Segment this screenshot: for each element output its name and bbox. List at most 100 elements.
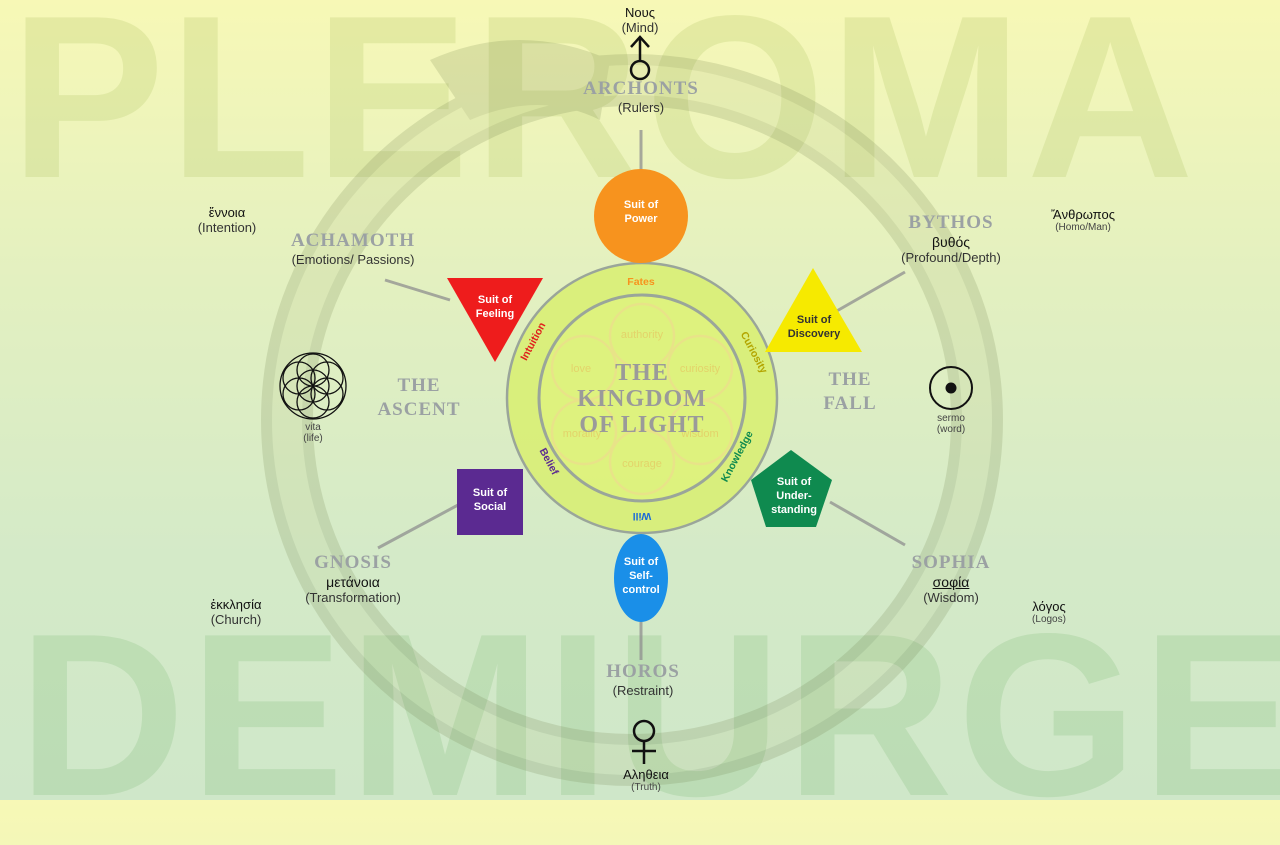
label-ekklesia-sub: (Church) (210, 612, 262, 627)
suit-power-line-1: Suit of (623, 199, 659, 211)
region-horos: HOROS (Restraint) (543, 661, 743, 698)
suit-selfcontrol-label: Suit of Self- control (611, 555, 671, 597)
region-bythos-name: BYTHOS (908, 212, 994, 233)
kingdom-rings: authority love curiosity morality wisdom… (505, 261, 779, 535)
label-anthropos-greek: Ἄνθρωπος (1051, 207, 1115, 222)
label-aletheia: Αληθεια (Truth) (596, 767, 696, 793)
region-gnosis-greek: μετάνοια (326, 574, 380, 590)
label-nous-sub: (Mind) (621, 20, 659, 35)
suit-selfcontrol-line-1: Suit of (623, 556, 659, 568)
watermark-pleroma: PLEROMA (10, 0, 1198, 227)
center-title-line-3: OF LIGHT (579, 412, 705, 438)
suit-selfcontrol-line-2: Self- (629, 570, 653, 582)
label-nous-greek: Νους (625, 5, 655, 20)
suit-feeling-line-2: Feeling (475, 308, 515, 320)
suit-understanding-line-3: standing (771, 504, 817, 516)
region-achamoth-name: ACHAMOTH (290, 230, 416, 251)
label-vita-sub: (life) (303, 433, 323, 444)
diagram-graphics: authority love curiosity morality wisdom… (261, 35, 1003, 786)
label-logos-greek: λόγος (1032, 599, 1066, 614)
label-aletheia-sub: (Truth) (631, 782, 661, 793)
ring-label-will: Will (633, 510, 652, 522)
region-achamoth: ACHAMOTH (Emotions/ Passions) (253, 230, 453, 267)
region-sophia-greek: σοφία (932, 574, 970, 590)
suit-social-shape (457, 469, 523, 535)
region-gnosis: GNOSIS μετάνοια (Transformation) (253, 552, 453, 605)
region-horos-sub: (Restraint) (612, 683, 674, 698)
suit-discovery-line-1: Suit of (796, 314, 832, 326)
label-vita: vita (life) (283, 422, 343, 444)
spoke-upper-left (384, 278, 451, 302)
phase-ascent-line-2: ASCENT (377, 399, 461, 420)
label-nous: Νους (Mind) (590, 5, 690, 35)
label-ennoia-sub: (Intention) (197, 220, 257, 235)
label-sermo-name: sermo (937, 413, 965, 424)
inner-label-wisdom: wisdom (680, 428, 718, 440)
suit-power-label: Suit of Power (601, 198, 681, 226)
spoke-lower-right (829, 500, 906, 547)
inner-label-morality: morality (563, 428, 602, 440)
center-title: THE KINGDOM OF LIGHT (552, 360, 732, 438)
label-logos: λόγος (Logos) (1009, 599, 1089, 625)
watermark-demiurge: DEMIURGE (18, 586, 1280, 845)
label-vita-name: vita (305, 422, 321, 433)
suit-discovery-shape (765, 268, 862, 352)
region-sophia: SOPHIA σοφία (Wisdom) (851, 552, 1051, 605)
region-gnosis-name: GNOSIS (314, 552, 392, 573)
suit-discovery-label: Suit of Discovery (769, 313, 859, 341)
label-anthropos: Ἄνθρωπος (Homo/Man) (1033, 207, 1133, 233)
suit-selfcontrol-shape (614, 534, 668, 622)
inner-circle-wisdom (666, 398, 734, 466)
label-aletheia-greek: Αληθεια (623, 767, 669, 782)
suit-feeling-label: Suit of Feeling (455, 293, 535, 321)
inner-label-curiosity: curiosity (680, 363, 721, 375)
ring-label-fates: Fates (627, 276, 655, 288)
phase-ascent: THE ASCENT (354, 374, 484, 422)
region-archons: ARCHONTS (Rulers) (541, 78, 741, 115)
spoke-lower-left (377, 503, 459, 550)
region-archons-sub: (Rulers) (617, 100, 665, 115)
suit-social-line-2: Social (473, 501, 507, 513)
spoke-upper-right (834, 270, 906, 314)
label-ennoia-greek: ἔννοια (208, 205, 246, 220)
inner-label-courage: courage (622, 458, 662, 470)
region-horos-name: HOROS (606, 661, 680, 682)
ouroboros-serpent (261, 40, 1003, 786)
suit-understanding-line-1: Suit of (776, 476, 812, 488)
center-title-line-2: KINGDOM (577, 386, 707, 412)
suit-understanding-line-2: Under- (776, 490, 812, 502)
sermo-symbol-icon (929, 366, 973, 410)
inner-circle-courage (608, 428, 676, 496)
region-bythos-greek: βυθός (931, 234, 971, 250)
region-bythos-sub: (Profound/Depth) (901, 250, 1001, 265)
center-title-line-1: THE (615, 360, 669, 386)
suit-social-label: Suit of Social (455, 486, 525, 514)
region-sophia-name: SOPHIA (911, 552, 991, 573)
phase-ascent-line-1: THE (397, 375, 441, 396)
label-sermo: sermo (word) (916, 413, 986, 435)
region-archons-name: ARCHONTS (583, 78, 699, 99)
inner-circle-authority (608, 302, 676, 370)
region-sophia-sub: (Wisdom) (923, 590, 979, 605)
phase-fall-line-2: FALL (823, 393, 877, 414)
region-bythos: BYTHOS βυθός (Profound/Depth) (851, 212, 1051, 265)
inner-label-love: love (571, 363, 591, 375)
suit-understanding-shape (751, 450, 832, 527)
suit-social-line-1: Suit of (472, 487, 508, 499)
label-logos-sub: (Logos) (1032, 614, 1066, 625)
region-gnosis-sub: (Transformation) (305, 590, 401, 605)
inner-ring (537, 293, 747, 503)
suit-feeling-shape (447, 278, 543, 362)
diagram-canvas: PLEROMA DEMIURGE (10, 0, 1280, 832)
suit-power-line-2: Power (624, 213, 658, 225)
suit-feeling-line-1: Suit of (477, 294, 513, 306)
label-ennoia: ἔννοια (Intention) (177, 205, 277, 235)
flower-of-life-icon (279, 352, 347, 420)
suit-discovery-line-2: Discovery (787, 328, 841, 340)
label-ekklesia: ἐκκλησία (Church) (186, 597, 286, 627)
region-achamoth-sub: (Emotions/ Passions) (291, 252, 415, 267)
nous-symbol-icon (629, 35, 651, 81)
aletheia-symbol-icon (632, 719, 656, 764)
label-ekklesia-greek: ἐκκλησία (210, 597, 262, 612)
phase-fall-line-1: THE (828, 369, 872, 390)
